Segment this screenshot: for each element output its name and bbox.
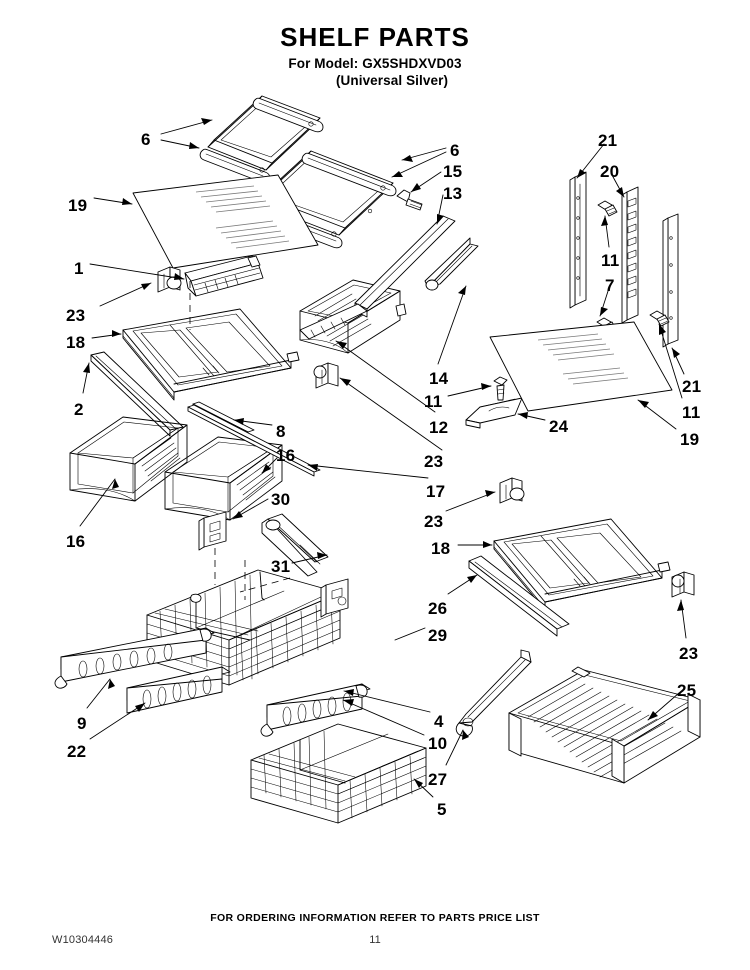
callout-4: 4 [434, 712, 444, 731]
glass-shine-lines [195, 185, 290, 249]
part-15-screw [396, 189, 423, 211]
callout-23: 23 [679, 644, 699, 663]
callout-15: 15 [443, 162, 463, 181]
part-27-handle [455, 649, 532, 737]
page-number: 11 [369, 934, 381, 946]
part-1-shelf-rail [184, 255, 264, 297]
model-label: For Model: GX5SHDXVD03 [288, 56, 462, 71]
callout-5: 5 [437, 800, 447, 819]
ordering-information-note: FOR ORDERING INFORMATION REFER TO PARTS … [210, 912, 540, 924]
part-23-clip-far-right [671, 571, 695, 598]
part-14-rail-bar [424, 237, 479, 291]
rail-perforations [669, 236, 673, 320]
part-16-crisper-bin-left [69, 416, 188, 502]
part-24-shelf-support [465, 397, 523, 429]
callout-11: 11 [424, 392, 443, 411]
callout-10: 10 [428, 734, 448, 753]
callout-17: 17 [426, 482, 446, 501]
callout-6: 6 [450, 141, 460, 160]
part-29-wire-basket-upper [146, 569, 341, 686]
part-23-clip-center [313, 362, 339, 389]
callout-21: 21 [682, 377, 702, 396]
callout-23: 23 [424, 512, 444, 531]
bin-ribs [233, 456, 276, 501]
bin-ribs [138, 437, 181, 482]
callout-8: 8 [276, 422, 286, 441]
callout-14: 14 [429, 369, 449, 388]
callout-19: 19 [680, 430, 700, 449]
callout-13: 13 [443, 184, 463, 203]
callout-1: 1 [74, 259, 84, 278]
callout-2: 2 [74, 400, 84, 419]
part-11-screw-rail-right [649, 310, 670, 327]
callout-6: 6 [141, 130, 151, 149]
assembly-guide-line-3 [239, 577, 291, 593]
rail-cutouts [78, 643, 173, 678]
callout-24: 24 [549, 417, 569, 436]
basket-wires-side [349, 755, 413, 819]
basket-wires-side [240, 598, 334, 681]
part-5-wire-basket-bottom [250, 723, 427, 824]
part-23-clip-upper-left [157, 266, 182, 293]
part-22-front-rail-center [126, 666, 231, 714]
callout-25: 25 [677, 681, 697, 700]
callout-22: 22 [67, 742, 87, 761]
part-2-trim-strip [90, 351, 184, 437]
part-19-glass-shelf-right [489, 321, 673, 412]
callout-18: 18 [431, 539, 451, 558]
callout-20: 20 [600, 162, 620, 181]
callout-11: 11 [601, 251, 620, 270]
rail-perforations [576, 196, 580, 280]
part-17-long-rail [187, 404, 321, 477]
pan-ribs [527, 683, 682, 778]
part-13-slide-rail [299, 215, 456, 340]
document-code: W10304446 [52, 934, 114, 946]
part-9-front-rail-left [54, 627, 215, 689]
part-31-slide-arm [261, 513, 329, 577]
callout-23: 23 [66, 306, 86, 325]
callout-26: 26 [428, 599, 448, 618]
callout-19: 19 [68, 196, 88, 215]
part-6-shelf-frame-rear [199, 95, 324, 184]
part-21-rail-column-right [662, 213, 679, 348]
callout-29: 29 [428, 626, 448, 645]
glass-shine-lines [537, 333, 629, 385]
part-20-rail-column-center [621, 186, 639, 324]
finish-label: (Universal Silver) [335, 73, 449, 88]
part-23-clip-right-middle [499, 477, 525, 504]
leader-lines [79, 118, 687, 798]
part-21-rail-column-left [569, 171, 587, 309]
part-11-screw-rail-upper [597, 200, 618, 217]
callout-30: 30 [271, 490, 291, 509]
title-block: SHELF PARTS For Model: GX5SHDXVD03 (Univ… [0, 22, 750, 89]
page-title: SHELF PARTS [280, 22, 470, 52]
callout-9: 9 [77, 714, 87, 733]
part-25-drawer-pan-bottom [508, 666, 701, 784]
part-4-front-rail-right [260, 683, 371, 737]
callout-11: 11 [682, 403, 701, 422]
part-11-screw-center [493, 376, 508, 401]
callout-31: 31 [271, 557, 291, 576]
rail-cutouts [142, 675, 212, 709]
callout-21: 21 [598, 131, 618, 150]
callout-27: 27 [428, 770, 448, 789]
callout-18: 18 [66, 333, 86, 352]
callout-16: 16 [276, 446, 296, 465]
callout-7: 7 [605, 276, 615, 295]
callout-23: 23 [424, 452, 444, 471]
callout-16: 16 [66, 532, 86, 551]
part-19-glass-shelf-upper [132, 174, 319, 269]
part-30-bracket [198, 511, 227, 551]
rail-slots [627, 197, 637, 299]
basket-wires-horizontal [250, 750, 427, 813]
part-26-trim-rail [468, 555, 570, 637]
callout-12: 12 [429, 418, 449, 437]
part-18-shelf-assembly-left [122, 308, 300, 401]
basket-wires-top [263, 730, 327, 810]
part-30-bracket-right [320, 578, 349, 618]
